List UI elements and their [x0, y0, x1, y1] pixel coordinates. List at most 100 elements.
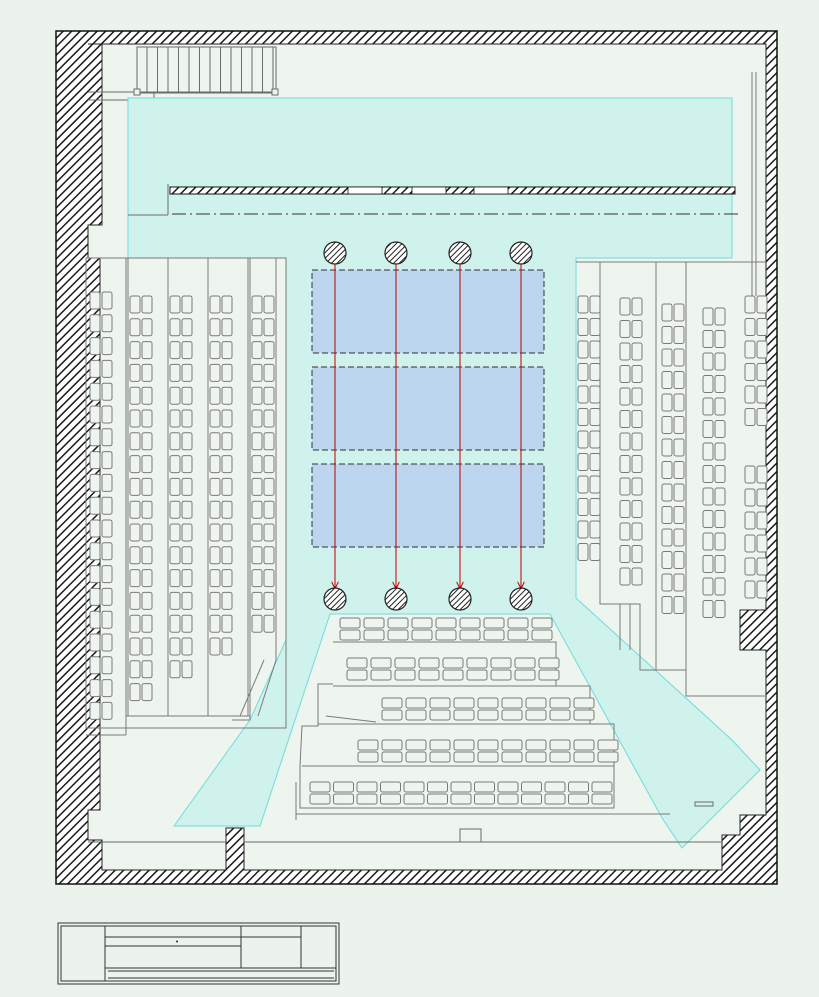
- seat: [356, 781, 378, 793]
- seat: [714, 532, 726, 551]
- seat: [356, 793, 378, 805]
- title-block: •: [57, 922, 340, 985]
- seat: [129, 363, 141, 382]
- seat: [209, 409, 221, 428]
- seat: [129, 295, 141, 314]
- seat: [411, 617, 433, 629]
- seat: [619, 477, 631, 496]
- seat: [221, 295, 233, 314]
- seat: [370, 669, 392, 681]
- seat: [181, 432, 193, 451]
- seat: [474, 781, 495, 793]
- seat: [756, 465, 768, 484]
- seat: [405, 739, 427, 751]
- seat: [756, 340, 768, 359]
- seat: [702, 555, 714, 573]
- seat: [631, 387, 643, 406]
- seat: [387, 617, 409, 629]
- seat: [89, 496, 101, 515]
- seat: [129, 432, 141, 451]
- seat: [251, 477, 263, 496]
- seat: [333, 781, 354, 793]
- seat: [477, 751, 499, 763]
- seat: [89, 382, 101, 401]
- seat: [169, 660, 181, 679]
- seat: [221, 386, 233, 405]
- seat: [346, 657, 368, 669]
- seat: [531, 629, 553, 641]
- seat: [221, 432, 233, 451]
- seat: [525, 751, 547, 763]
- seat: [89, 519, 101, 538]
- seat: [221, 409, 233, 428]
- seat: [101, 633, 113, 652]
- seat: [573, 751, 595, 763]
- seat: [101, 382, 113, 401]
- seat: [544, 793, 566, 805]
- seat: [181, 363, 193, 382]
- column-top-1-icon: [323, 241, 347, 265]
- seat: [714, 352, 726, 371]
- seat: [661, 303, 673, 322]
- seat: [263, 591, 275, 610]
- seat: [702, 600, 714, 618]
- seat: [89, 565, 101, 584]
- seat: [141, 455, 153, 474]
- seat: [589, 498, 601, 516]
- seat: [181, 523, 193, 542]
- seat: [357, 739, 379, 751]
- seat: [453, 697, 475, 709]
- seat: [702, 510, 714, 528]
- seat: [129, 455, 141, 474]
- seat: [263, 500, 275, 519]
- seat: [89, 542, 101, 561]
- seat: [251, 318, 263, 337]
- seat: [744, 488, 756, 507]
- seat: [181, 455, 193, 474]
- seat: [756, 557, 768, 576]
- seat: [756, 534, 768, 553]
- seat: [453, 709, 475, 721]
- seat: [221, 500, 233, 519]
- seat: [661, 596, 673, 614]
- seat: [403, 781, 425, 793]
- seat: [101, 565, 113, 584]
- seat: [181, 409, 193, 428]
- seat: [141, 546, 153, 565]
- seat: [101, 291, 113, 310]
- seat: [263, 363, 275, 382]
- seat: [129, 341, 141, 360]
- seat: [89, 679, 101, 698]
- seat: [714, 307, 726, 326]
- seat: [101, 359, 113, 378]
- seat: [525, 739, 547, 751]
- seat: [89, 405, 101, 424]
- seat: [251, 614, 263, 633]
- seat: [181, 614, 193, 633]
- seat: [418, 669, 440, 681]
- seat: [181, 295, 193, 314]
- seat: [370, 657, 392, 669]
- seat: [101, 496, 113, 515]
- seat: [429, 697, 451, 709]
- seat: [450, 793, 472, 805]
- seat: [673, 348, 685, 367]
- seat: [466, 657, 488, 669]
- seat: [221, 523, 233, 542]
- seat: [89, 337, 101, 356]
- seat: [477, 697, 499, 709]
- seat: [169, 295, 181, 314]
- column-bottom-1-icon: [323, 587, 347, 611]
- seat: [101, 519, 113, 538]
- seat: [129, 591, 141, 610]
- seat: [209, 341, 221, 360]
- seat: [169, 500, 181, 519]
- seat: [589, 295, 601, 314]
- seat: [459, 629, 481, 641]
- seat: [714, 420, 726, 438]
- seat: [263, 341, 275, 360]
- seat: [141, 569, 153, 588]
- seat: [141, 683, 153, 702]
- seat: [591, 793, 613, 805]
- seat: [573, 709, 595, 721]
